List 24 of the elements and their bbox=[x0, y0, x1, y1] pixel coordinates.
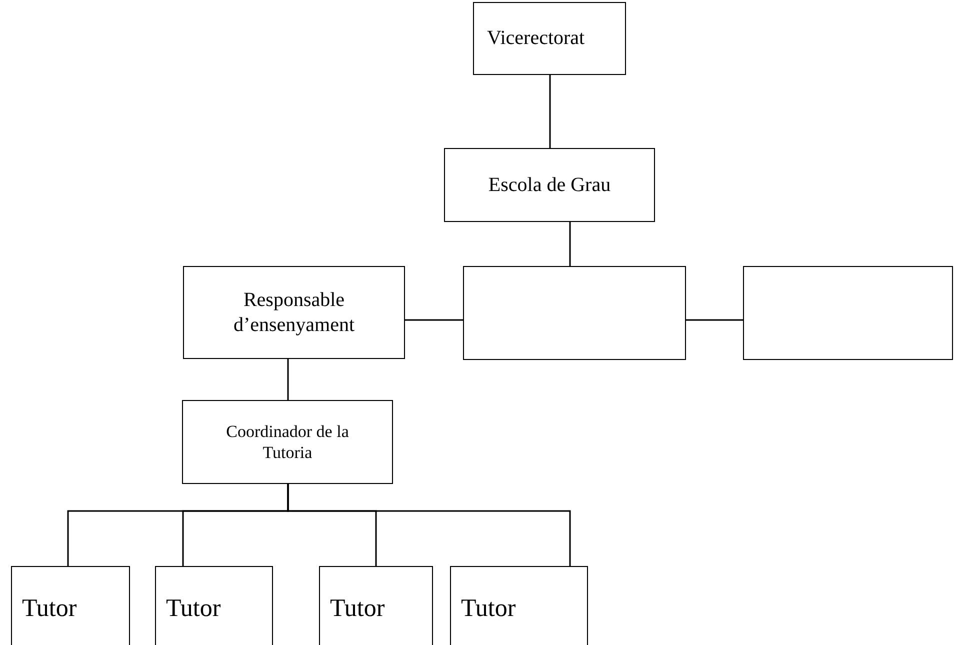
org-box bbox=[444, 148, 655, 222]
empty-box bbox=[743, 266, 953, 360]
connector-line bbox=[686, 319, 743, 321]
connector-line bbox=[287, 484, 571, 566]
empty-box bbox=[463, 266, 686, 360]
node-label: Escola de Grau bbox=[488, 172, 611, 198]
node-label: Tutor bbox=[330, 594, 385, 624]
node-label: Tutor bbox=[461, 594, 516, 624]
node-label: Tutor bbox=[22, 594, 77, 624]
org-box bbox=[182, 400, 393, 484]
org-box bbox=[319, 566, 433, 645]
org-box bbox=[155, 566, 273, 645]
connector-line bbox=[569, 222, 571, 266]
node-label: Vicerectorat bbox=[487, 26, 585, 51]
connector-line bbox=[549, 75, 551, 148]
org-box bbox=[473, 2, 626, 75]
org-box bbox=[11, 566, 130, 645]
node-label: Coordinador de la Tutoria bbox=[225, 420, 350, 464]
connector-line bbox=[405, 319, 463, 321]
node-label: Responsable d’ensenyament bbox=[232, 288, 356, 338]
node-label: Tutor bbox=[166, 594, 221, 624]
connector-line bbox=[287, 359, 289, 400]
org-box bbox=[450, 566, 588, 645]
org-box bbox=[183, 266, 405, 359]
